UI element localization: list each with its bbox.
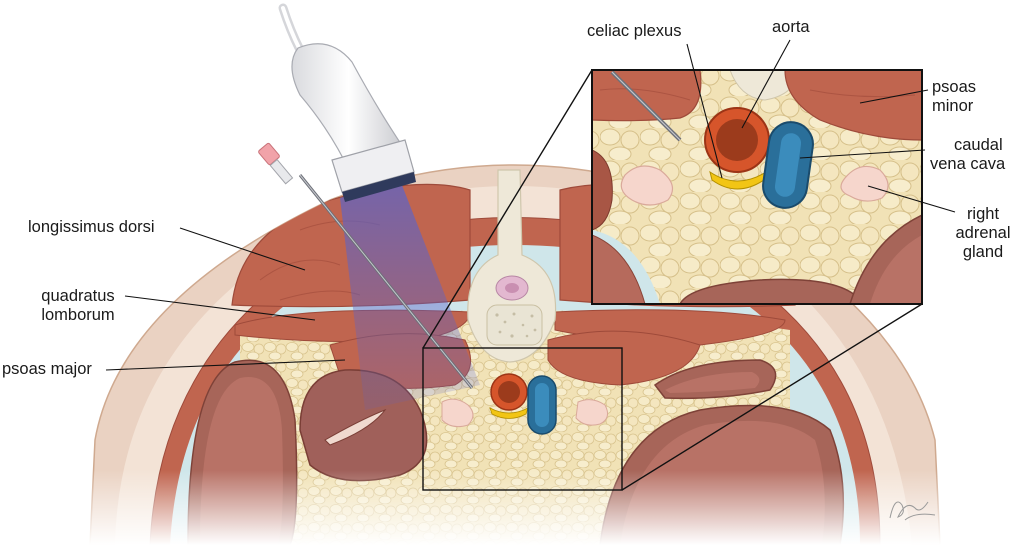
psoas-major-right [547,330,701,386]
leader-psoas-major [105,359,346,371]
leader-psoas-minor [859,89,929,104]
celiac-plexus-small [489,407,529,419]
zoomed-inset [591,69,923,305]
needle-icon [258,142,474,389]
inset-muscle-left [592,70,702,122]
leader-caudal-vena-cava [799,149,926,159]
right-adrenal-gland [840,165,889,202]
vertebral-body [486,304,543,346]
adrenal-gland-left [620,165,674,206]
leader-longissimus-dorsi [179,227,306,271]
artist-signature [889,501,936,521]
label-aorta: aorta [772,18,810,36]
inset-source-rect [422,347,623,491]
label-psoas-minor: psoas minor [932,78,977,115]
inset-muscle-edge [592,149,613,231]
connector-line-bottom [621,303,923,491]
leader-celiac-plexus [686,43,723,179]
label-celiac-plexus: celiac plexus [587,22,682,40]
leader-right-adrenal [867,185,956,213]
leader-quadratus-lumborum [124,295,316,321]
adrenal-small-right [575,399,609,426]
leader-aorta [741,39,791,129]
label-right-adrenal-gland: right adrenal gland [955,205,1011,261]
adrenal-small-left [441,398,474,428]
ultrasound-probe-icon [278,3,416,202]
leader-lines [105,39,956,371]
label-longissimus-dorsi: longissimus dorsi [28,218,155,236]
connector-line-top [422,69,593,349]
label-quadratus-lumborum: quadratus lomborum [41,287,115,324]
label-psoas-major: psoas major [2,360,92,378]
psoas-minor-muscle [784,70,922,141]
label-caudal-vena-cava: caudal vena cava [930,136,1006,173]
